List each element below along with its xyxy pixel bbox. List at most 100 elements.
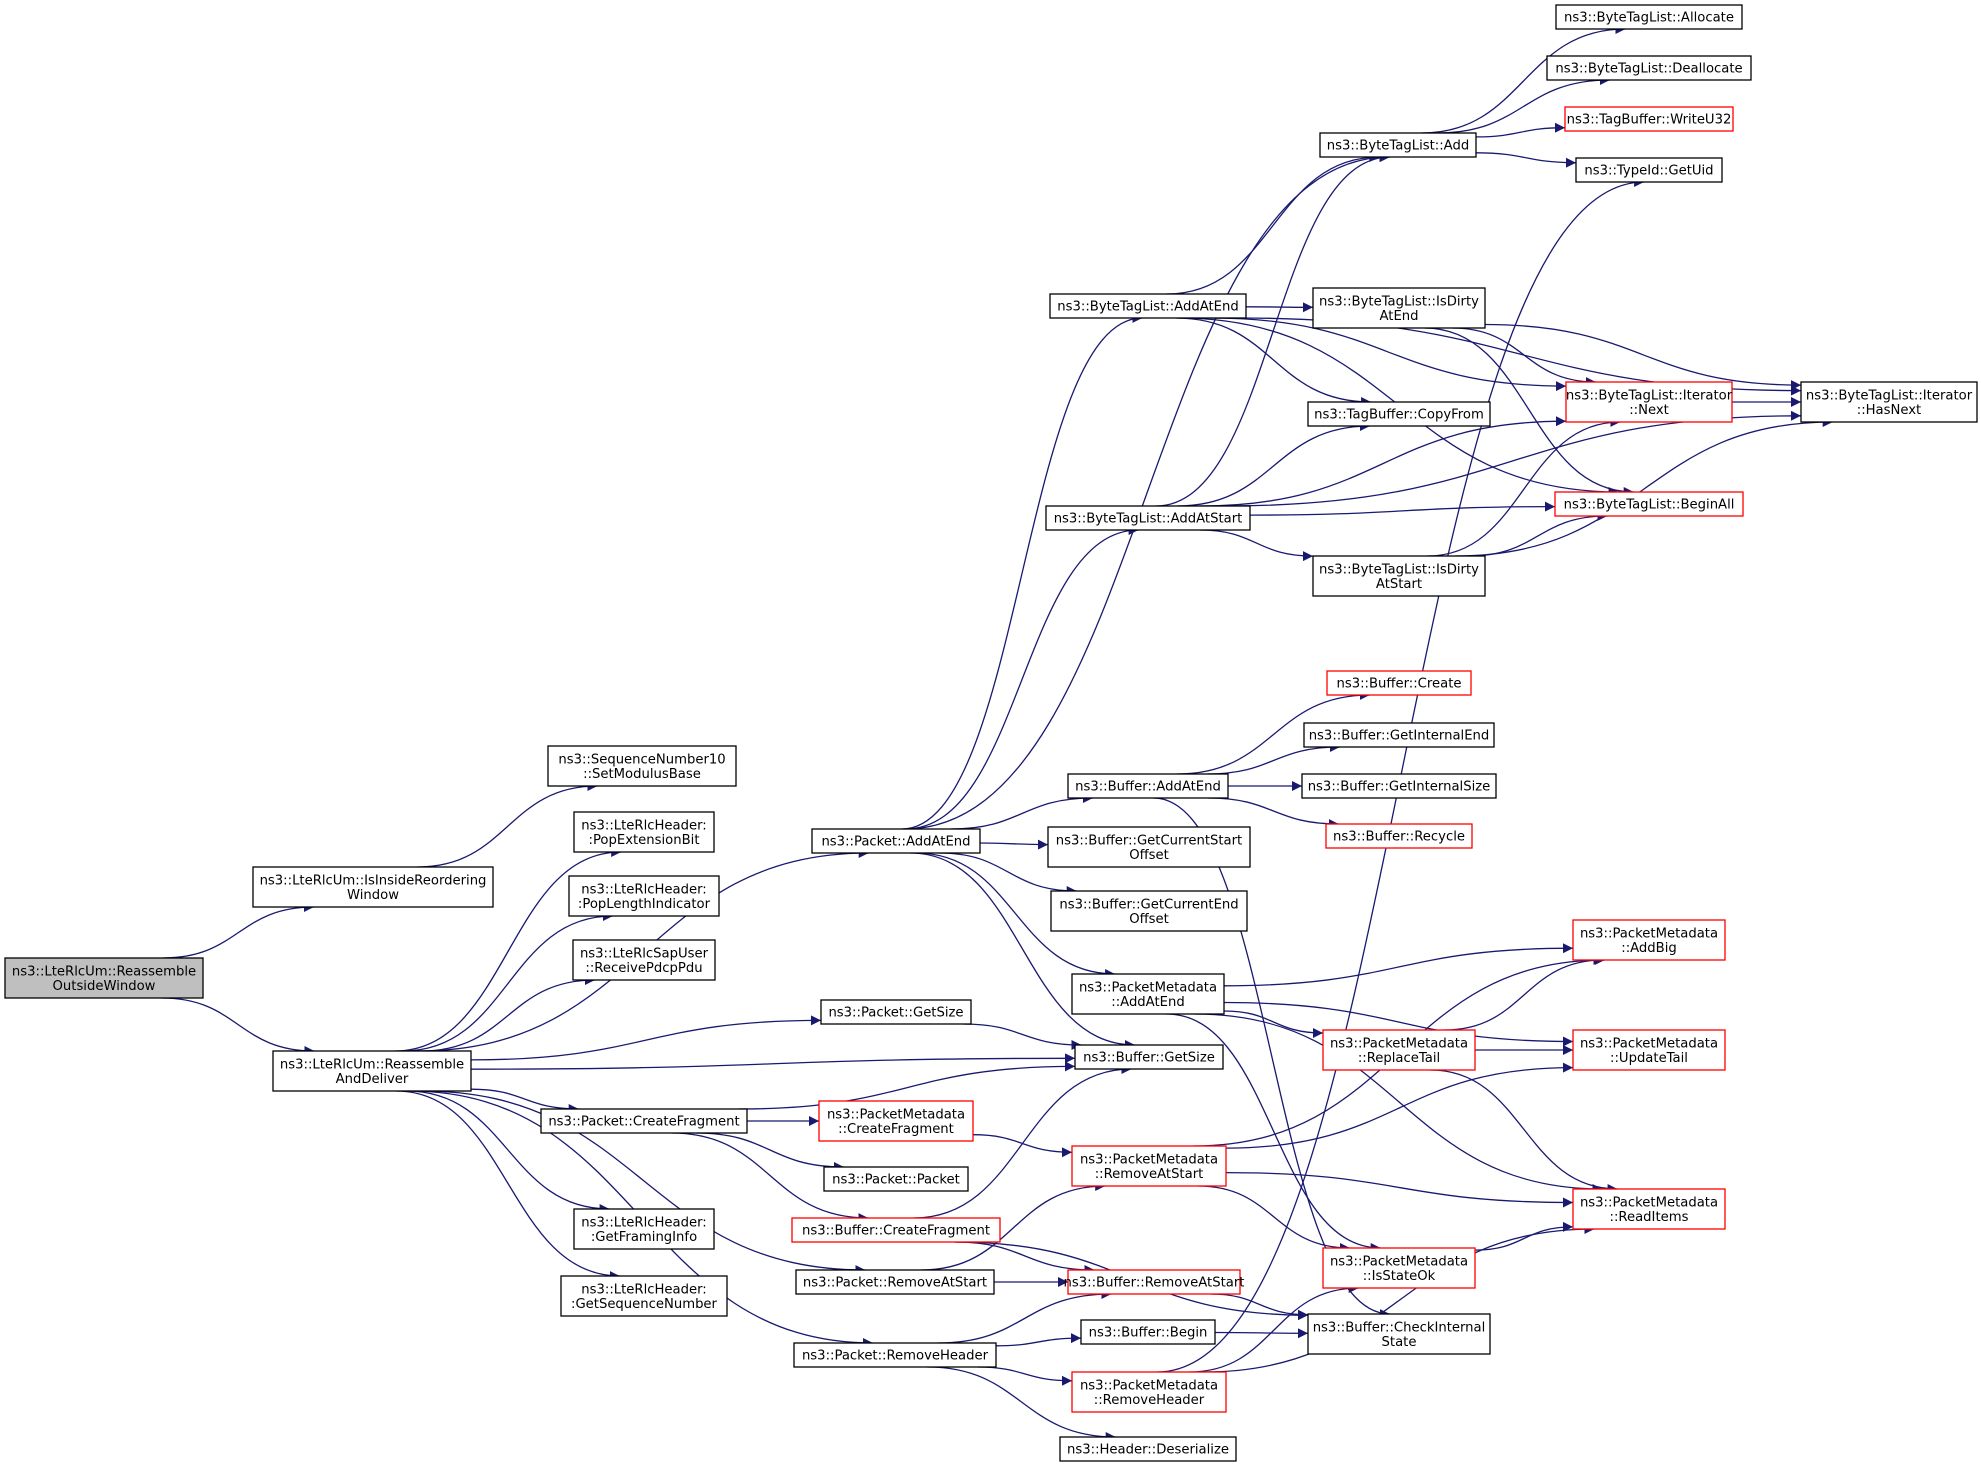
- edge-btl-isdirtyend-to-btl-iter-next: [1452, 327, 1596, 387]
- node-btl-iter-next[interactable]: ns3::ByteTagList::Iterator::Next: [1565, 381, 1733, 423]
- node-pm-isstateok[interactable]: ns3::PacketMetadata::IsStateOk: [1322, 1247, 1476, 1289]
- edge-line: [905, 525, 1139, 830]
- node-pm-addbig[interactable]: ns3::PacketMetadata::AddBig: [1572, 919, 1726, 961]
- node-label: ns3::LteRlcUm::Reassemble: [280, 1057, 464, 1072]
- node-buf-getintend[interactable]: ns3::Buffer::GetInternalEnd: [1303, 722, 1495, 748]
- edge-buf-addatend-to-buf-getintend: [1207, 742, 1340, 775]
- node-btl-addatend[interactable]: ns3::ByteTagList::AddAtEnd: [1049, 293, 1247, 319]
- node-tb-writeu32[interactable]: ns3::TagBuffer::WriteU32: [1564, 106, 1734, 132]
- node-label: Offset: [1129, 848, 1169, 863]
- node-label: Window: [347, 888, 399, 903]
- edge-line: [403, 911, 613, 1052]
- node-buf-begin[interactable]: ns3::Buffer::Begin: [1080, 1319, 1216, 1345]
- node-buf-create[interactable]: ns3::Buffer::Create: [1326, 670, 1472, 696]
- node-buf-getintsize[interactable]: ns3::Buffer::GetInternalSize: [1301, 773, 1497, 799]
- node-buf-recycle[interactable]: ns3::Buffer::Recycle: [1325, 823, 1473, 849]
- node-poplen[interactable]: ns3::LteRlcHeader::PopLengthIndicator: [568, 875, 720, 917]
- node-label: ns3::Packet::Packet: [832, 1173, 960, 1188]
- node-btl-allocate[interactable]: ns3::ByteTagList::Allocate: [1555, 4, 1743, 30]
- node-getseq[interactable]: ns3::LteRlcHeader::GetSequenceNumber: [560, 1275, 728, 1317]
- edge-line: [1421, 24, 1626, 134]
- node-box: [573, 1208, 715, 1250]
- node-pm-createfrag[interactable]: ns3::PacketMetadata::CreateFragment: [818, 1100, 974, 1142]
- edge-buf-createfrag-to-buf-removeatstart: [955, 1241, 1095, 1275]
- node-recvpdcp[interactable]: ns3::LteRlcSapUser::ReceivePdcpPdu: [572, 939, 716, 981]
- node-label: ::SetModulusBase: [583, 767, 701, 782]
- node-box: [1071, 1145, 1227, 1187]
- node-popext[interactable]: ns3::LteRlcHeader::PopExtensionBit: [573, 811, 715, 853]
- node-pm-addatend[interactable]: ns3::PacketMetadata::AddAtEnd: [1071, 973, 1225, 1015]
- node-typeid-getuid[interactable]: ns3::TypeId::GetUid: [1575, 157, 1723, 183]
- node-label: :PopLengthIndicator: [578, 897, 711, 912]
- node-label: ns3::Buffer::GetCurrentEnd: [1059, 897, 1238, 912]
- edge-line: [1223, 943, 1574, 987]
- node-btl-add[interactable]: ns3::ByteTagList::Add: [1319, 132, 1477, 158]
- node-btl-addatstart[interactable]: ns3::ByteTagList::AddAtStart: [1045, 505, 1251, 531]
- node-box: [1319, 132, 1477, 158]
- edge-line: [421, 1090, 866, 1275]
- node-label: AtStart: [1376, 577, 1422, 592]
- node-pm-replacetail[interactable]: ns3::PacketMetadata::ReplaceTail: [1322, 1029, 1476, 1071]
- node-label: AtEnd: [1379, 309, 1418, 324]
- node-pm-readitems[interactable]: ns3::PacketMetadata::ReadItems: [1572, 1188, 1726, 1230]
- node-pm-removeatstart[interactable]: ns3::PacketMetadata::RemoveAtStart: [1071, 1145, 1227, 1187]
- edge-buf-begin-to-buf-checkint: [1214, 1328, 1309, 1339]
- node-box: [1572, 1188, 1726, 1230]
- node-label: ns3::LteRlcHeader:: [581, 1215, 706, 1230]
- node-pm-updatetail[interactable]: ns3::PacketMetadata::UpdateTail: [1572, 1029, 1726, 1071]
- node-btl-beginall[interactable]: ns3::ByteTagList::BeginAll: [1554, 491, 1744, 517]
- edge-line: [1175, 317, 1372, 407]
- node-box: [1312, 555, 1486, 597]
- node-label: ns3::SequenceNumber10: [558, 752, 725, 767]
- node-label: ns3::ByteTagList::AddAtEnd: [1057, 300, 1238, 315]
- node-label: ns3::ByteTagList::Deallocate: [1555, 62, 1742, 77]
- edge-root-to-reassemble: [161, 997, 315, 1056]
- node-pkt-addatend[interactable]: ns3::Packet::AddAtEnd: [811, 828, 981, 854]
- node-buf-getsize[interactable]: ns3::Buffer::GetSize: [1074, 1044, 1224, 1070]
- node-pm-removeheader[interactable]: ns3::PacketMetadata::RemoveHeader: [1071, 1371, 1227, 1413]
- edge-line: [1189, 1283, 1359, 1373]
- node-label: ns3::PacketMetadata: [1079, 980, 1217, 995]
- edge-line: [927, 1366, 1116, 1442]
- edge-line: [1240, 317, 1802, 396]
- node-label: ns3::Buffer::Recycle: [1333, 830, 1465, 845]
- edge-pkt-createfrag-to-buf-getsize: [738, 1061, 1076, 1110]
- node-box: [820, 999, 972, 1025]
- edge-line: [1207, 742, 1340, 775]
- node-buf-removeatstart[interactable]: ns3::Buffer::RemoveAtStart: [1064, 1269, 1245, 1295]
- edge-line: [470, 1088, 579, 1114]
- node-pkt-removeatstart[interactable]: ns3::Packet::RemoveAtStart: [795, 1269, 995, 1295]
- node-label: OutsideWindow: [53, 979, 156, 994]
- node-label: ns3::Buffer::Begin: [1089, 1326, 1208, 1341]
- edge-line: [696, 1132, 844, 1172]
- node-pkt-createfrag[interactable]: ns3::Packet::CreateFragment: [540, 1108, 748, 1134]
- node-btl-deallocate[interactable]: ns3::ByteTagList::Deallocate: [1546, 55, 1752, 81]
- node-hdr-deser[interactable]: ns3::Header::Deserialize: [1059, 1436, 1237, 1462]
- node-box: [1047, 826, 1251, 868]
- node-getframing[interactable]: ns3::LteRlcHeader::GetFramingInfo: [573, 1208, 715, 1250]
- edge-btl-addatend-to-btl-iter-hasnext: [1240, 317, 1802, 396]
- node-buf-addatend[interactable]: ns3::Buffer::AddAtEnd: [1067, 773, 1229, 799]
- node-pkt-getsize[interactable]: ns3::Packet::GetSize: [820, 999, 972, 1025]
- node-btl-iter-hasnext[interactable]: ns3::ByteTagList::Iterator::HasNext: [1800, 381, 1978, 423]
- node-label: ::ReadItems: [1610, 1210, 1689, 1225]
- node-tb-copyfrom[interactable]: ns3::TagBuffer::CopyFrom: [1307, 401, 1491, 427]
- edge-line: [1166, 1013, 1381, 1253]
- node-pkt-packet[interactable]: ns3::Packet::Packet: [823, 1166, 969, 1192]
- node-buf-createfrag[interactable]: ns3::Buffer::CreateFragment: [791, 1217, 1001, 1243]
- node-box: [795, 1269, 995, 1295]
- node-seqnum[interactable]: ns3::SequenceNumber10::SetModulusBase: [547, 745, 737, 787]
- edge-buf-addatend-to-buf-recycle: [1208, 797, 1339, 829]
- node-pkt-removeheader[interactable]: ns3::Packet::RemoveHeader: [793, 1342, 997, 1368]
- edge-line: [396, 1090, 620, 1281]
- node-label: ns3::Packet::GetSize: [828, 1006, 963, 1021]
- edge-pkt-addatend-to-buf-curstart: [979, 839, 1049, 850]
